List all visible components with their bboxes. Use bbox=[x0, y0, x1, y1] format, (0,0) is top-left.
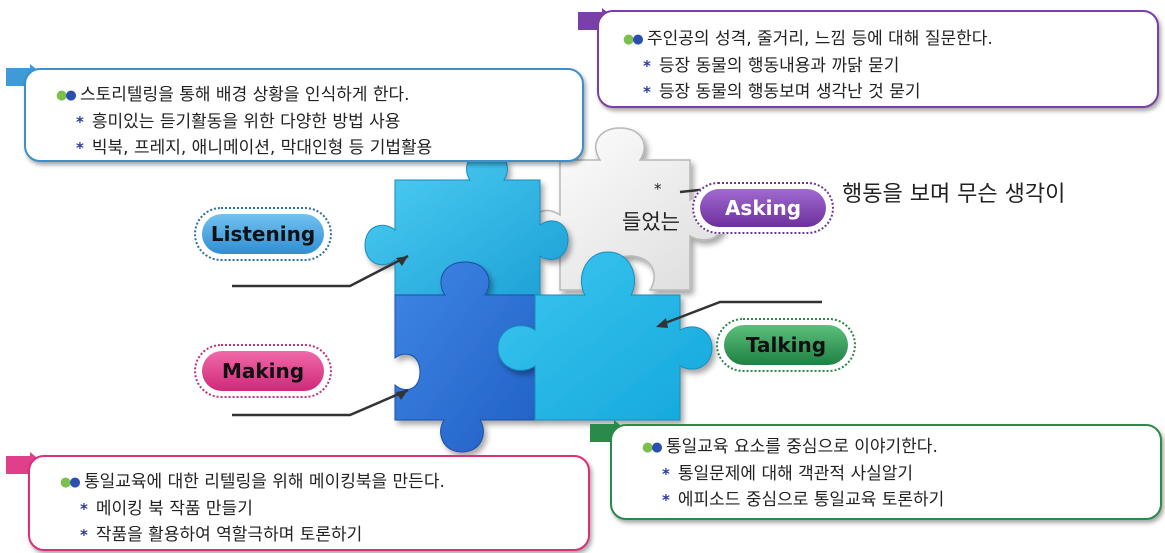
listening-item-text: 빅북, 프레지, 애니메이션, 막대인형 등 기법활용 bbox=[91, 138, 433, 158]
asking-pill: Asking bbox=[700, 189, 826, 227]
talking-pill: Talking bbox=[724, 325, 848, 365]
listening-pill: Listening bbox=[202, 214, 324, 254]
asking-item-text: 등장 동물의 행동내용과 까닭 묻기 bbox=[658, 56, 900, 76]
star-bullet-icon: * bbox=[662, 491, 670, 509]
talking-heading-row: ●●통일교육 요소를 중심으로 이야기한다. bbox=[642, 434, 1160, 461]
listening-item-text: 흥미있는 듣기활동을 위한 다양한 방법 사용 bbox=[91, 112, 401, 132]
stray-text-line2: 들었는 bbox=[622, 210, 680, 234]
making-box: ●●통일교육에 대한 리텔링을 위해 메이킹북을 만든다. * 메이킹 북 작품 … bbox=[28, 455, 590, 551]
bullet-dots-icon: ●● bbox=[642, 440, 663, 455]
asking-item: * 등장 동물의 행동보며 생각난 것 묻기 bbox=[623, 79, 1157, 105]
stray-text-line1: 행동을 보며 무슨 생각이 bbox=[842, 182, 1066, 207]
making-item-text: 메이킹 북 작품 만들기 bbox=[95, 499, 253, 519]
making-heading-row: ●●통일교육에 대한 리텔링을 위해 메이킹북을 만든다. bbox=[60, 469, 588, 496]
asking-heading-row: ●●주인공의 성격, 줄거리, 느낌 등에 대해 질문한다. bbox=[623, 26, 1157, 53]
making-item: * 작품을 활용하여 역할극하며 토론하기 bbox=[60, 522, 588, 548]
talking-item: * 에피소드 중심으로 통일교육 토론하기 bbox=[642, 487, 1160, 513]
asking-item: * 등장 동물의 행동내용과 까닭 묻기 bbox=[623, 53, 1157, 79]
bullet-dots-icon: ●● bbox=[60, 475, 81, 490]
listening-item: * 흥미있는 듣기활동을 위한 다양한 방법 사용 bbox=[56, 109, 582, 135]
listening-box: ●●스토리텔링을 통해 배경 상황을 인식하게 한다. * 흥미있는 듣기활동을 … bbox=[24, 68, 584, 162]
star-bullet-icon: * bbox=[643, 83, 651, 101]
asking-box: ●●주인공의 성격, 줄거리, 느낌 등에 대해 질문한다. * 등장 동물의 행… bbox=[597, 10, 1159, 108]
asking-heading: 주인공의 성격, 줄거리, 느낌 등에 대해 질문한다. bbox=[647, 29, 993, 49]
making-item-text: 작품을 활용하여 역할극하며 토론하기 bbox=[95, 525, 363, 545]
star-bullet-icon: * bbox=[80, 500, 88, 518]
making-heading: 통일교육에 대한 리텔링을 위해 메이킹북을 만든다. bbox=[84, 472, 445, 492]
star-bullet-icon: * bbox=[643, 57, 651, 75]
bullet-dots-icon: ●● bbox=[56, 88, 77, 103]
star-bullet-icon: * bbox=[80, 526, 88, 544]
bullet-dots-icon: ●● bbox=[623, 32, 644, 47]
making-item: * 메이킹 북 작품 만들기 bbox=[60, 496, 588, 522]
star-bullet-icon: * bbox=[76, 113, 84, 131]
making-pill: Making bbox=[202, 351, 324, 391]
talking-item-text: 에피소드 중심으로 통일교육 토론하기 bbox=[677, 490, 945, 510]
star-bullet-icon: * bbox=[662, 465, 670, 483]
listening-item: * 빅북, 프레지, 애니메이션, 막대인형 등 기법활용 bbox=[56, 135, 582, 161]
asking-item-text: 등장 동물의 행동보며 생각난 것 묻기 bbox=[658, 82, 921, 102]
talking-item-text: 통일문제에 대해 객관적 사실알기 bbox=[677, 464, 914, 484]
star-bullet-icon: * bbox=[76, 139, 84, 157]
talking-box: ●●통일교육 요소를 중심으로 이야기한다. * 통일문제에 대해 객관적 사실알… bbox=[610, 424, 1162, 520]
puzzle-piece-lightblue-right bbox=[497, 251, 713, 421]
listening-heading: 스토리텔링을 통해 배경 상황을 인식하게 한다. bbox=[80, 85, 410, 105]
talking-item: * 통일문제에 대해 객관적 사실알기 bbox=[642, 461, 1160, 487]
stray-star: * bbox=[654, 180, 662, 198]
talking-heading: 통일교육 요소를 중심으로 이야기한다. bbox=[666, 437, 938, 457]
listening-heading-row: ●●스토리텔링을 통해 배경 상황을 인식하게 한다. bbox=[56, 82, 582, 109]
